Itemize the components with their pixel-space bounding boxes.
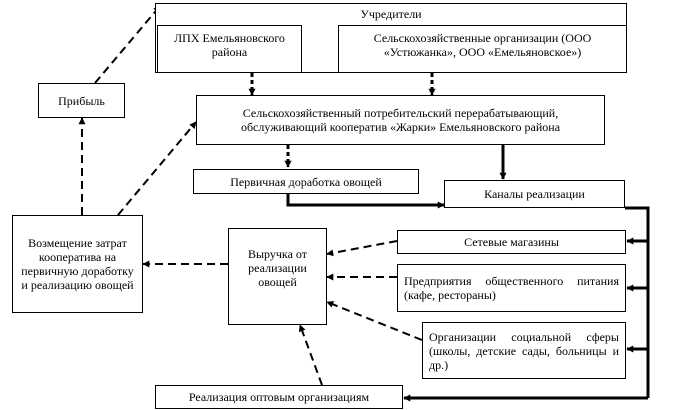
social-label: Организации социальной сферы (школы, дет… [429, 329, 619, 372]
sales-channels-label: Каналы реализации [484, 187, 585, 201]
lph-label: ЛПХ Емельяновского района [174, 31, 285, 59]
reimbursement-label: Возмещение затрат кооператива на первичн… [21, 236, 134, 292]
chain-stores-box: Сетевые магазины [397, 230, 626, 254]
channels-bus [625, 206, 650, 398]
arrow-profit-to-founders [94, 5, 161, 84]
social-box: Организации социальной сферы (школы, дет… [422, 322, 626, 379]
revenue-label: Выручка от реализации овощей [247, 247, 307, 289]
arrow-processing-to-channels [286, 194, 445, 209]
cooperative-box: Сельскохозяйственный потребительский пер… [196, 95, 605, 145]
agro-orgs-box: Сельскохозяйственные организации (ООО «У… [338, 25, 627, 73]
wholesale-label: Реализация оптовым организациям [188, 390, 370, 404]
sales-channels-box: Каналы реализации [444, 180, 625, 208]
arrow-social-to-revenue [326, 301, 423, 341]
chain-stores-label: Сетевые магазины [464, 235, 559, 249]
catering-label: Предприятия общественного питания (кафе,… [404, 274, 619, 302]
catering-box: Предприятия общественного питания (кафе,… [397, 264, 626, 312]
founders-label: Учредители [360, 7, 422, 21]
revenue-box: Выручка от реализации овощей [228, 228, 327, 325]
primary-processing-box: Первичная доработка овощей [193, 169, 419, 194]
profit-label: Прибыль [58, 93, 105, 108]
wholesale-box: Реализация оптовым организациям [155, 385, 403, 409]
reimbursement-box: Возмещение затрат кооператива на первичн… [12, 215, 143, 313]
cooperative-label: Сельскохозяйственный потребительский пер… [240, 106, 561, 134]
agro-orgs-label: Сельскохозяйственные организации (ООО «У… [373, 31, 592, 59]
arrow-chain-to-revenue [326, 240, 398, 257]
primary-processing-label: Первичная доработка овощей [230, 174, 382, 189]
arrow-wholesale-to-revenue [298, 324, 323, 386]
lph-box: ЛПХ Емельяновского района [157, 25, 302, 73]
profit-box: Прибыль [38, 83, 125, 118]
arrow-reimbursement-to-coop [117, 121, 197, 216]
